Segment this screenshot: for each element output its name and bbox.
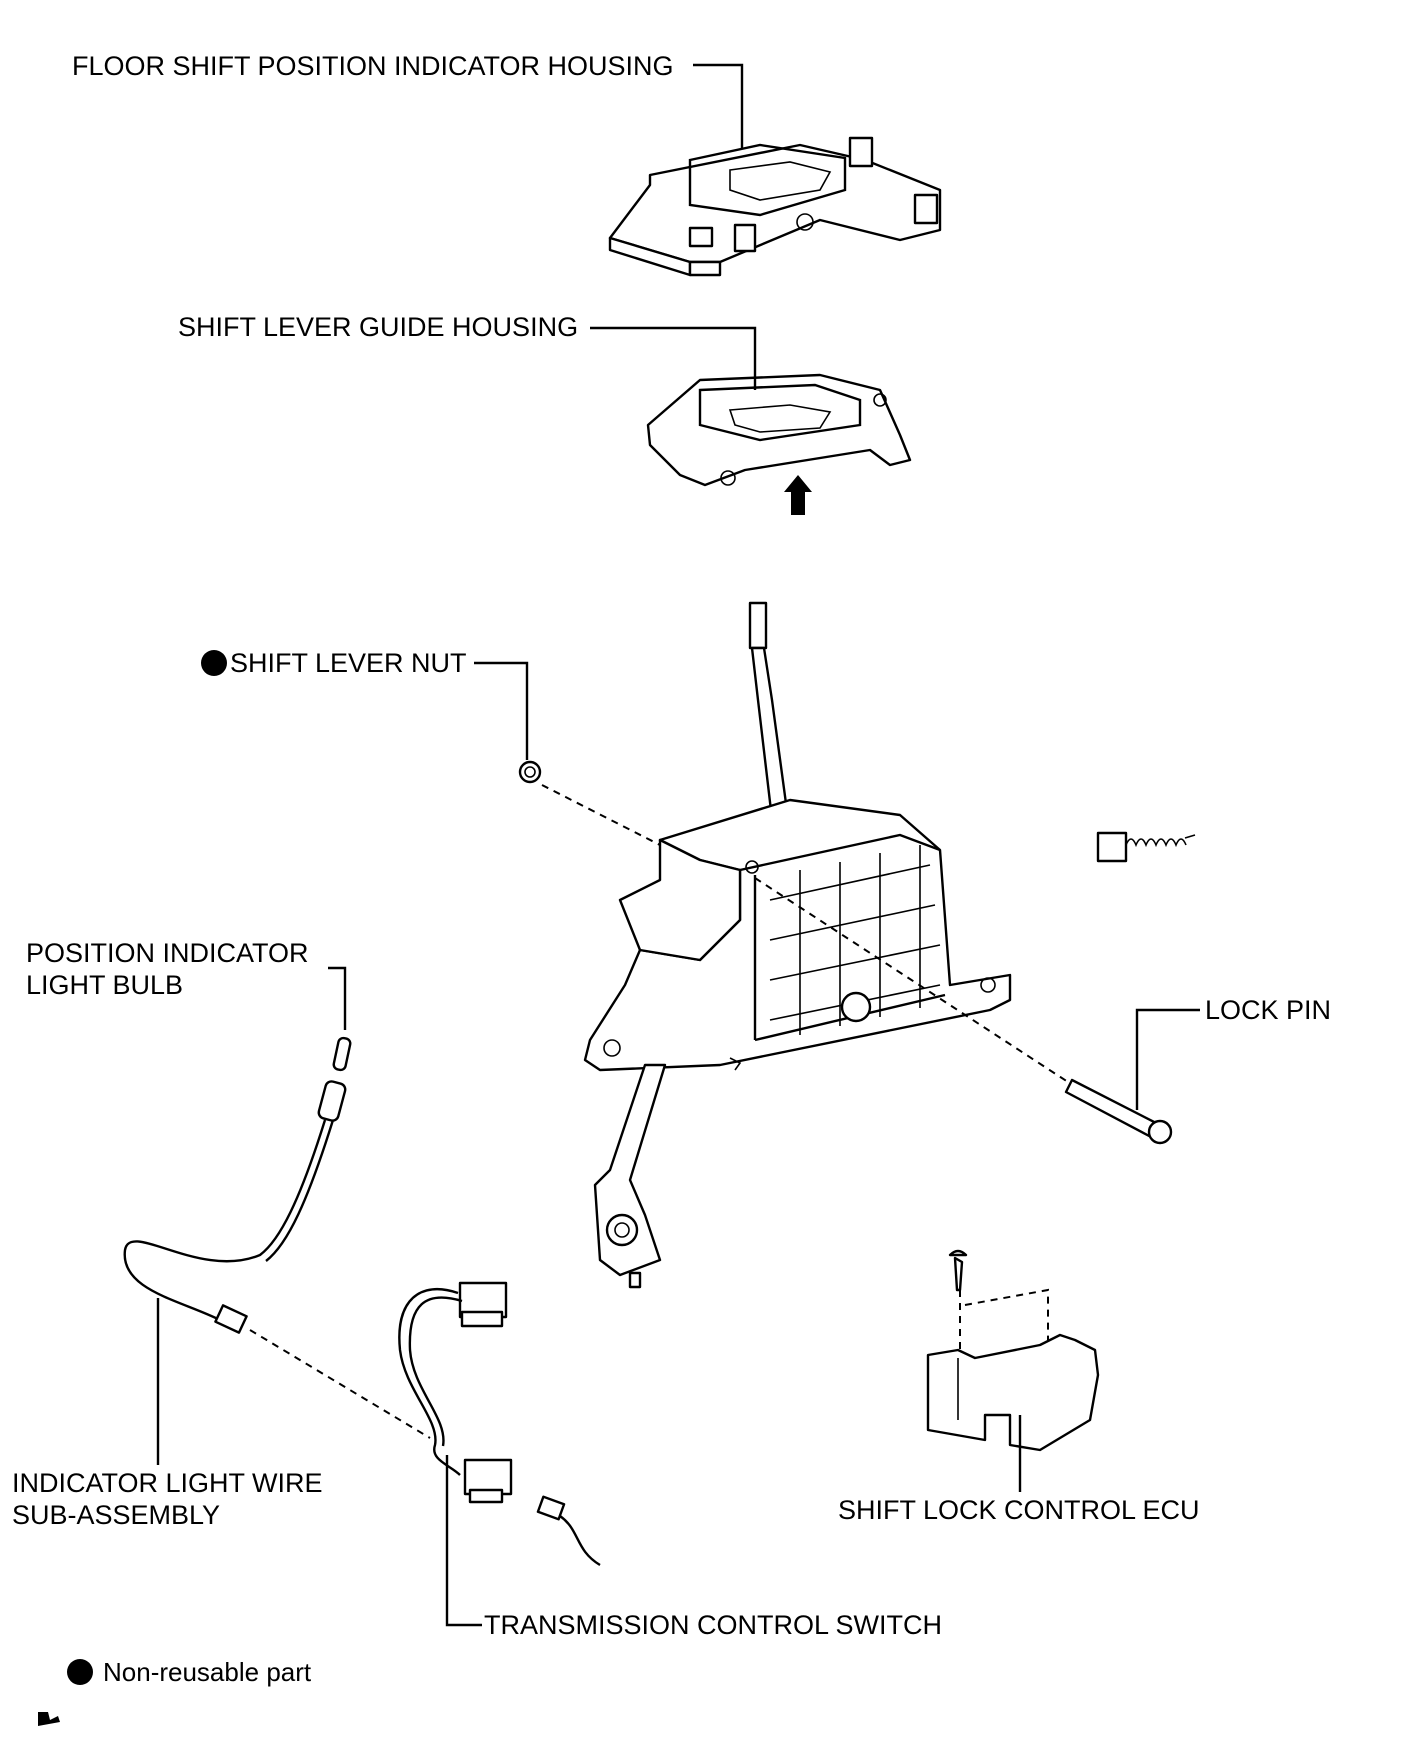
leader-transmission-switch xyxy=(445,1455,482,1627)
leader-light-bulb xyxy=(328,966,347,1030)
wire-connection-line xyxy=(249,1329,431,1439)
install-direction-arrow xyxy=(784,475,812,515)
shift-lever-nut xyxy=(518,760,542,784)
lock-pin-alignment-line xyxy=(754,877,1069,1083)
shift-lock-control-ecu xyxy=(926,1249,1100,1452)
label-transmission-switch: TRANSMISSION CONTROL SWITCH xyxy=(484,1610,943,1640)
shift-lever-guide-housing xyxy=(646,373,912,487)
label-bulb-line1: POSITION INDICATOR xyxy=(26,938,309,968)
label-wire-line2: SUB-ASSEMBLY xyxy=(12,1500,221,1530)
nut-alignment-line xyxy=(541,784,661,846)
legend-symbol xyxy=(67,1659,93,1685)
transmission-control-switch xyxy=(398,1281,601,1567)
lock-spring xyxy=(1096,831,1196,863)
shift-lever-assembly xyxy=(583,798,1012,1072)
non-reusable-marker xyxy=(201,650,227,676)
position-indicator-light-bulb xyxy=(332,1036,352,1072)
label-bulb-line2: LIGHT BULB xyxy=(26,970,184,1000)
label-guide-housing: SHIFT LEVER GUIDE HOUSING xyxy=(178,312,579,342)
label-wire-line1: INDICATOR LIGHT WIRE xyxy=(12,1468,323,1498)
legend-text: Non-reusable part xyxy=(103,1657,312,1687)
lever-lower-bracket xyxy=(593,1063,667,1289)
leader-floor-housing xyxy=(693,63,744,148)
footer-icon xyxy=(38,1712,60,1726)
leader-guide-housing xyxy=(590,326,757,390)
leader-lock-pin xyxy=(1135,1008,1200,1110)
label-lock-pin: LOCK PIN xyxy=(1205,995,1332,1025)
lock-pin xyxy=(1064,1078,1173,1145)
label-floor-housing: FLOOR SHIFT POSITION INDICATOR HOUSING xyxy=(72,51,674,81)
floor-shift-indicator-housing xyxy=(608,136,942,277)
label-lever-nut: SHIFT LEVER NUT xyxy=(230,648,467,678)
leader-lever-nut xyxy=(474,661,529,760)
label-ecu: SHIFT LOCK CONTROL ECU xyxy=(838,1495,1200,1525)
ecu-screw-alignment xyxy=(959,1288,1049,1355)
indicator-light-wire xyxy=(123,1080,347,1334)
